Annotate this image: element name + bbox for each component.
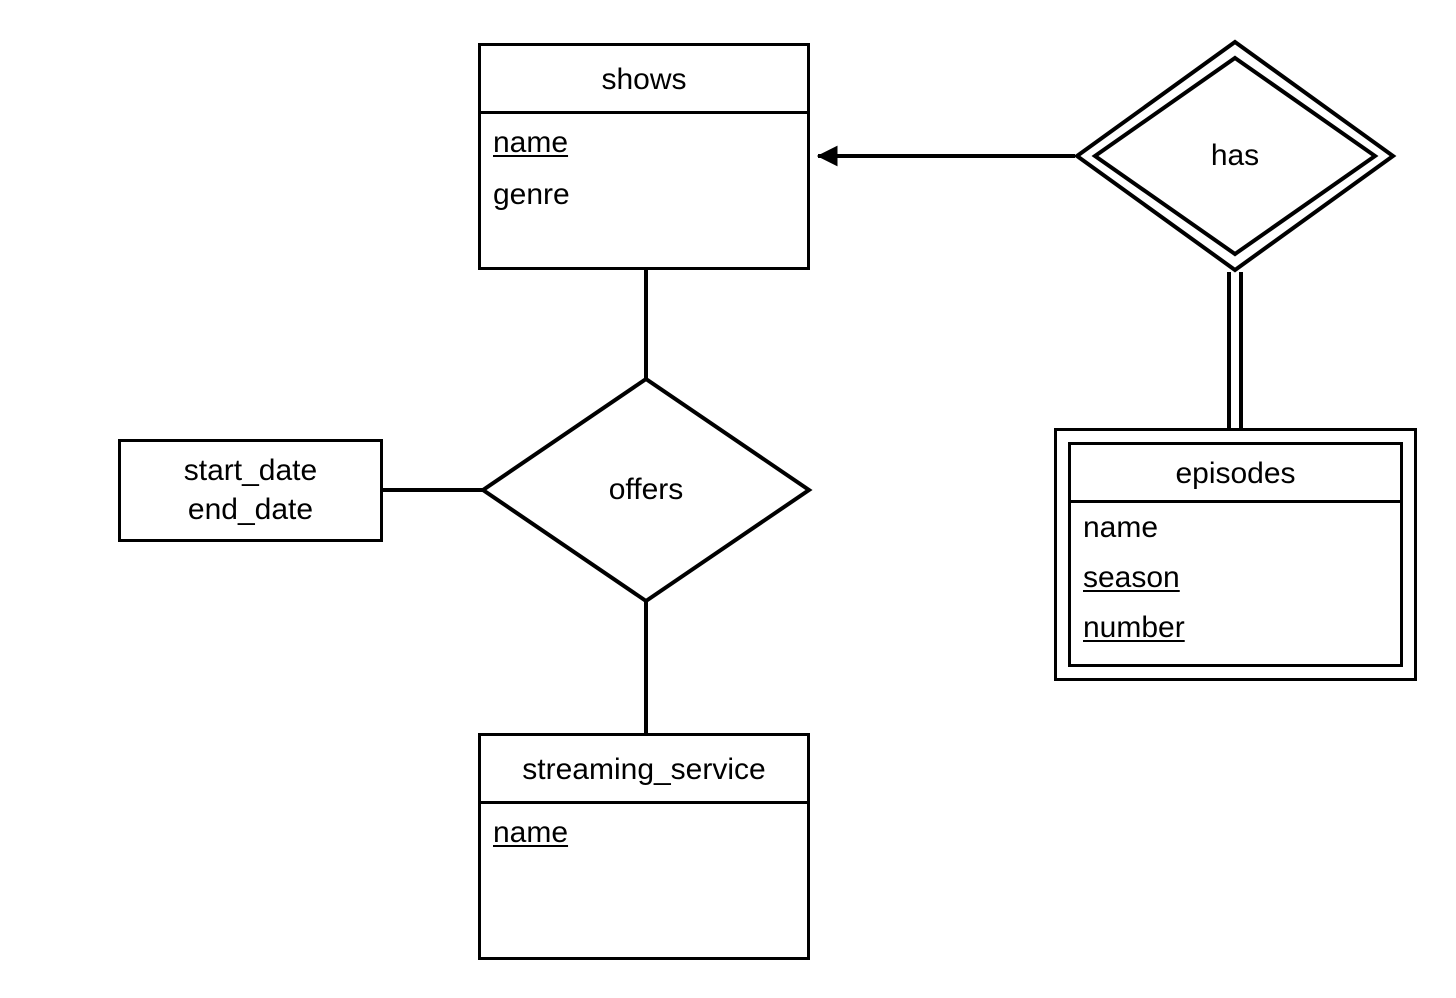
attribute-box-offers-dates[interactable]: start_date end_date	[118, 439, 383, 542]
relationship-offers-label: offers	[608, 473, 684, 506]
attribute-shows-name: name	[493, 128, 569, 159]
entity-shows-attributes: name genre	[481, 114, 807, 267]
attribute-start-date: start_date	[183, 454, 318, 488]
entity-episodes-inner-box: episodes name season number	[1068, 442, 1403, 667]
entity-episodes[interactable]: episodes name season number	[1054, 428, 1417, 681]
relationship-has-inner-shape	[1091, 55, 1379, 257]
entity-shows[interactable]: shows name genre	[478, 43, 810, 270]
entity-streaming-service-attributes: name	[481, 804, 807, 957]
attribute-episodes-season: season	[1083, 563, 1180, 594]
attribute-end-date: end_date	[187, 492, 314, 526]
entity-episodes-title: episodes	[1071, 445, 1400, 503]
entity-streaming-service-title: streaming_service	[481, 736, 807, 804]
relationship-has-label: has	[1210, 139, 1260, 172]
attribute-episodes-name: name	[1083, 513, 1159, 544]
attribute-streaming-service-name: name	[493, 818, 569, 849]
attribute-shows-genre: genre	[493, 180, 570, 211]
entity-episodes-attributes: name season number	[1071, 503, 1400, 664]
attribute-episodes-number: number	[1083, 613, 1185, 643]
entity-streaming-service[interactable]: streaming_service name	[478, 733, 810, 960]
relationship-offers[interactable]: offers	[479, 376, 813, 604]
entity-shows-title: shows	[481, 46, 807, 114]
relationship-has[interactable]: has	[1073, 39, 1397, 273]
